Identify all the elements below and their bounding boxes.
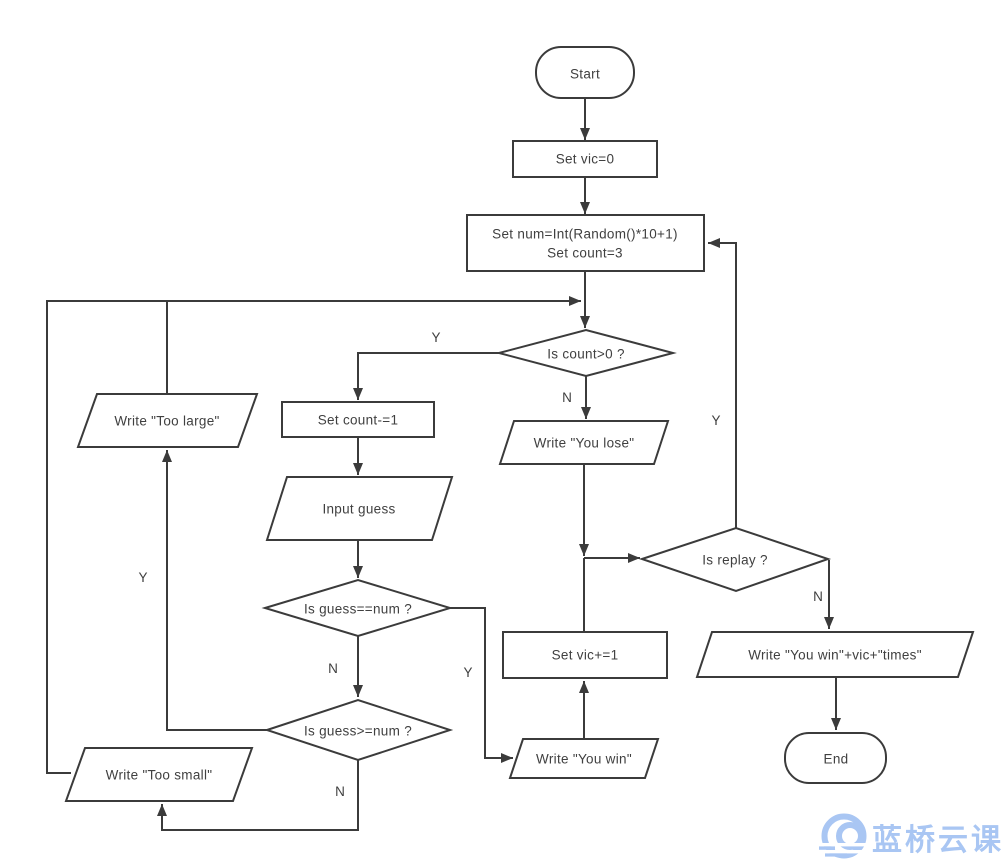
logo-stripe — [825, 853, 847, 857]
branch-label-count-y: Y — [431, 330, 440, 345]
set-num-label-line1: Set num=Int(Random()*10+1) — [492, 227, 678, 242]
set-vic-label: Set vic=0 — [556, 152, 615, 167]
logo-inner-ring — [836, 822, 864, 850]
set-num-node — [466, 214, 705, 272]
is-guess-eq-label: Is guess==num ? — [304, 602, 412, 617]
lanqiao-logo-icon — [818, 813, 868, 859]
write-you-win-label: Write "You win" — [536, 752, 632, 767]
set-vic-node — [512, 140, 658, 178]
set-count-node — [281, 401, 435, 438]
is-replay-decision-node — [638, 526, 832, 593]
watermark-brand-text: 蓝桥云课 — [872, 823, 1004, 858]
edge-replay-yes-setnum — [708, 238, 737, 528]
start-node — [535, 46, 635, 99]
branch-labels: Y N N Y Y N Y N — [138, 330, 822, 799]
branch-label-ge-y: Y — [138, 570, 147, 585]
is-count-decision-node — [495, 328, 677, 378]
is-guess-ge-label: Is guess>=num ? — [304, 724, 412, 739]
write-too-small-label: Write "Too small" — [106, 768, 213, 783]
input-guess-label: Input guess — [322, 502, 395, 517]
write-you-win-times-node — [695, 631, 975, 678]
logo-stripe — [819, 846, 835, 850]
write-too-small-node — [64, 747, 254, 802]
branch-label-ge-n: N — [335, 784, 345, 799]
branch-label-eq-n: N — [328, 661, 338, 676]
set-vic-inc-label: Set vic+=1 — [552, 648, 619, 663]
logo-stripe-gap — [818, 843, 868, 847]
edge-toosmall-loopback — [46, 296, 581, 774]
is-guess-ge-decision-node — [263, 698, 454, 762]
end-label: End — [824, 752, 849, 767]
set-num-label-line2: Set count=3 — [547, 246, 623, 261]
edge-iscount-yes-setcount — [353, 352, 499, 400]
branch-label-count-n: N — [562, 390, 572, 405]
is-guess-eq-decision-node — [261, 578, 454, 638]
logo-stripe-gap — [818, 850, 868, 854]
branch-label-eq-y: Y — [463, 665, 472, 680]
write-you-lose-node — [498, 420, 670, 465]
is-replay-label: Is replay ? — [702, 553, 768, 568]
branch-label-replay-y: Y — [711, 413, 720, 428]
nodes: Start Set vic=0 Set num=Int(Random()*10+… — [64, 46, 975, 802]
input-guess-node — [265, 476, 454, 541]
write-too-large-node — [76, 393, 259, 448]
edge-ge-yes-toolarge — [162, 450, 267, 731]
set-count-label: Set count-=1 — [318, 413, 399, 428]
start-label: Start — [570, 67, 600, 82]
edge-ge-no-toosmall — [157, 760, 359, 831]
watermark: 蓝桥云课 — [818, 813, 1004, 859]
edges — [46, 98, 841, 831]
set-vic-inc-node — [502, 631, 668, 679]
edge-eq-yes-youwin — [450, 607, 513, 763]
is-count-label: Is count>0 ? — [547, 347, 625, 362]
write-you-win-times-label: Write "You win"+vic+"times" — [748, 648, 922, 663]
write-you-win-node — [508, 738, 660, 779]
end-node — [784, 732, 887, 784]
write-too-large-label: Write "Too large" — [114, 414, 219, 429]
write-you-lose-label: Write "You lose" — [534, 436, 635, 451]
branch-label-replay-n: N — [813, 589, 823, 604]
